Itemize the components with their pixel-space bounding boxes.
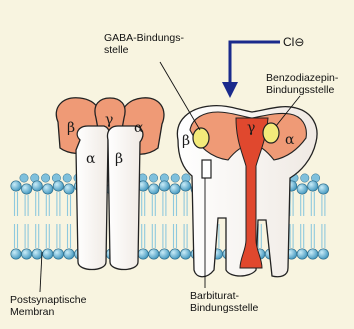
barbiturate-label-line-1: Barbiturat- xyxy=(190,290,258,302)
lipid-head-back xyxy=(41,174,49,182)
lipid-head xyxy=(149,184,159,194)
left-label-alpha-back: α xyxy=(134,120,144,136)
benzodiazepine-binding-site xyxy=(263,123,279,143)
lipid-head xyxy=(138,249,148,259)
lipid-head xyxy=(308,181,318,191)
gaba-binding-site-label: GABA-Bindungs- stelle xyxy=(104,32,184,56)
lipid-head xyxy=(11,249,21,259)
gaba-label-line-2: stelle xyxy=(104,44,184,56)
barbiturate-label-line-2: Bindungsstelle xyxy=(190,302,258,314)
barbiturate-binding-site xyxy=(202,160,211,178)
barbiturate-binding-site-label: Barbiturat- Bindungsstelle xyxy=(190,290,258,314)
left-subunit-alpha-front xyxy=(76,126,109,270)
lipid-head-back xyxy=(63,174,71,182)
lipid-head xyxy=(297,249,307,259)
lipid-head xyxy=(43,249,53,259)
gaba-binding-site xyxy=(193,128,209,148)
benzodiazepine-binding-site-label: Benzodiazepin- Bindungsstelle xyxy=(266,72,338,96)
lipid-head-back xyxy=(301,174,309,182)
lipid-head xyxy=(180,249,190,259)
chloride-ion-label: Cl⊖ xyxy=(283,36,304,48)
leader-gaba xyxy=(160,62,200,130)
lipid-head xyxy=(64,184,74,194)
right-label-beta: β xyxy=(182,133,190,149)
left-label-beta-back: β xyxy=(67,120,75,136)
lipid-head xyxy=(21,249,31,259)
lipid-head-back xyxy=(149,174,157,182)
benzodiazepine-label-line-1: Benzodiazepin- xyxy=(266,72,338,84)
lipid-head xyxy=(32,249,42,259)
lipid-head xyxy=(149,249,159,259)
left-label-gamma: γ xyxy=(105,112,113,128)
lipid-head xyxy=(170,249,180,259)
lipid-head-back xyxy=(20,174,28,182)
benzodiazepine-label-line-2: Bindungsstelle xyxy=(266,84,338,96)
lipid-head xyxy=(180,181,190,191)
lipid-head xyxy=(308,249,318,259)
lipid-head xyxy=(11,181,21,191)
lipid-head xyxy=(32,181,42,191)
left-label-alpha-front: α xyxy=(86,151,96,167)
lipid-head xyxy=(53,181,63,191)
membrane-label-line-1: Postsynaptische xyxy=(10,294,86,306)
left-subunit-beta-front xyxy=(107,126,142,270)
lipid-head xyxy=(53,249,63,259)
lipid-head xyxy=(170,184,180,194)
lipid-head xyxy=(297,184,307,194)
lipid-head xyxy=(64,249,74,259)
lipid-head xyxy=(21,184,31,194)
right-label-alpha: α xyxy=(285,132,295,148)
postsynaptic-membrane-label: Postsynaptische Membran xyxy=(10,294,86,318)
lipid-head xyxy=(159,181,169,191)
lipid-head xyxy=(159,249,169,259)
lipid-head-back xyxy=(171,174,179,182)
gaba-label-line-1: GABA-Bindungs- xyxy=(104,32,184,44)
right-label-gamma: γ xyxy=(247,120,255,136)
lipid-head xyxy=(43,184,53,194)
lipid-head xyxy=(318,184,328,194)
membrane-label-line-2: Membran xyxy=(10,306,86,318)
lipid-head xyxy=(318,249,328,259)
left-label-beta-front: β xyxy=(115,151,123,167)
